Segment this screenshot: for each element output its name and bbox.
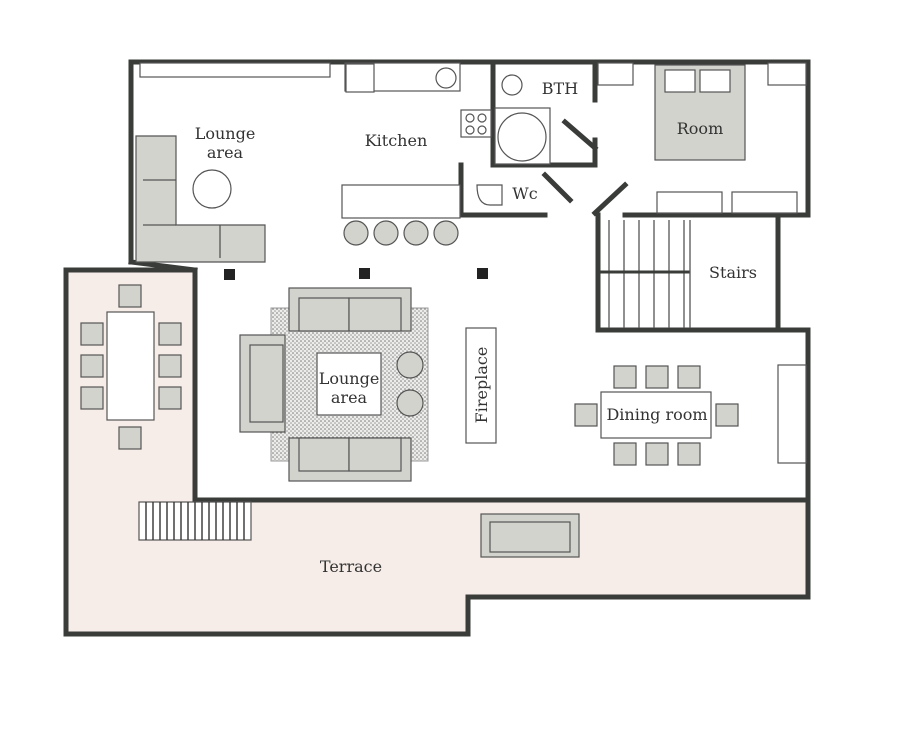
label-lounge-area-center-2: area [331, 388, 368, 407]
dining-furniture [574, 364, 807, 466]
terrace-dining [80, 284, 182, 450]
coffee-table [316, 352, 382, 416]
label-kitchen: Kitchen [365, 131, 428, 150]
label-lounge-area-center-1: Lounge [319, 369, 380, 388]
label-lounge-area-top-2: area [207, 143, 244, 162]
stairs-graphic [598, 220, 691, 328]
label-dining-room: Dining room [606, 405, 707, 424]
kitchen-island [341, 184, 461, 219]
label-stairs: Stairs [709, 263, 757, 282]
corner-sofa [135, 135, 266, 263]
terrace-steps [138, 501, 252, 541]
bath-fixtures [476, 74, 551, 206]
kitchen-fixtures [341, 63, 492, 246]
toilet [476, 184, 503, 206]
label-wc: Wc [512, 184, 537, 203]
label-lounge-area-top-1: Lounge [195, 124, 256, 143]
terrace-floor [66, 270, 808, 634]
label-room: Room [677, 119, 723, 138]
label-bth: BTH [542, 79, 578, 98]
pillars [224, 268, 488, 280]
walls [63, 59, 811, 637]
round-table [192, 169, 232, 209]
central-lounge [239, 287, 429, 482]
dining-table [600, 391, 712, 439]
label-fireplace: Fireplace [472, 347, 491, 424]
label-terrace: Terrace [320, 557, 382, 576]
fireplace-unit [465, 327, 497, 444]
terrace-bench [480, 513, 580, 558]
bedroom-furniture [654, 64, 798, 214]
